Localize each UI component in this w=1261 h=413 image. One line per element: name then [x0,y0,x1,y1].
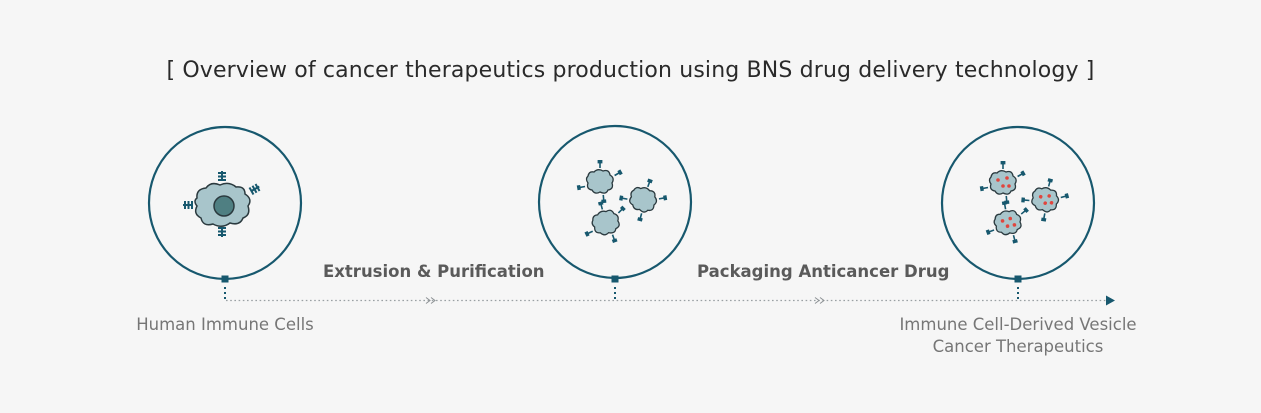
drug-loaded-vesicles-icon [980,161,1073,248]
stage-label-vesicle-therapeutics: Immune Cell-Derived Vesicle Cancer Thera… [899,315,1137,356]
stage-node-3 [940,125,1096,300]
diagram-title: [ Overview of cancer therapeutics produc… [166,58,1095,83]
chevron-right-icon [425,297,436,304]
stage-label-human-immune-cells: Human Immune Cells [136,315,314,334]
step-label-packaging: Packaging Anticancer Drug [697,262,950,281]
stage-node-2 [537,124,693,300]
timeline-arrowhead [1106,295,1115,306]
vesicles-icon [577,160,672,249]
stage-node-1 [147,125,303,300]
immune-cell-icon [183,171,262,237]
chevron-right-icon [814,297,825,304]
step-label-extrusion: Extrusion & Purification [323,262,545,281]
